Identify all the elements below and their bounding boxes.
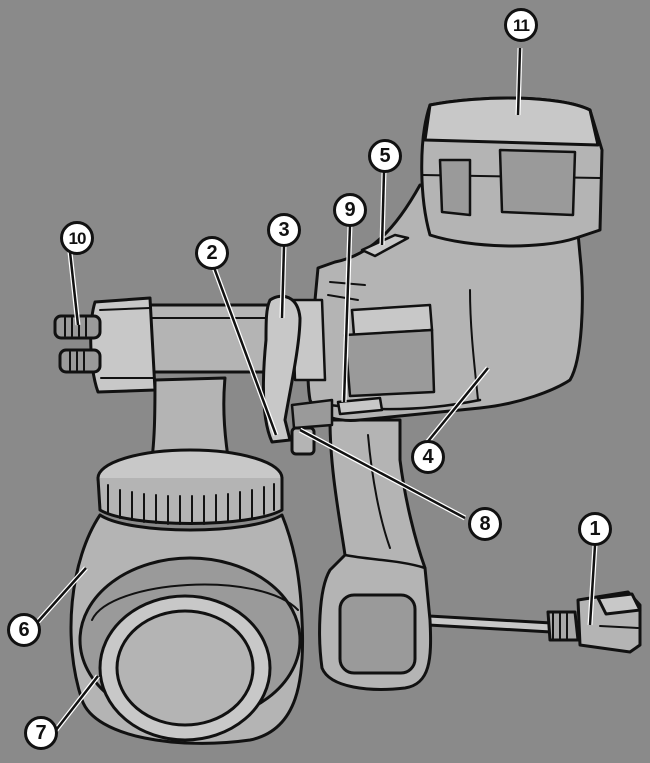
paint-container bbox=[69, 513, 305, 745]
callout-8: 8 bbox=[468, 507, 502, 541]
motor-housing bbox=[420, 96, 604, 248]
callout-1: 1 bbox=[578, 512, 612, 546]
container-lid bbox=[96, 448, 284, 525]
nozzle bbox=[53, 296, 157, 394]
callout-10: 10 bbox=[60, 221, 94, 255]
callout-9: 9 bbox=[333, 193, 367, 227]
callout-6: 6 bbox=[7, 613, 41, 647]
callout-7: 7 bbox=[24, 716, 58, 750]
power-cord bbox=[414, 590, 642, 654]
callout-11: 11 bbox=[504, 8, 538, 42]
callout-3: 3 bbox=[267, 213, 301, 247]
callout-2: 2 bbox=[195, 236, 229, 270]
trigger bbox=[262, 294, 334, 456]
callout-4: 4 bbox=[411, 440, 445, 474]
leader-lines bbox=[32, 47, 598, 750]
callout-5: 5 bbox=[368, 139, 402, 173]
